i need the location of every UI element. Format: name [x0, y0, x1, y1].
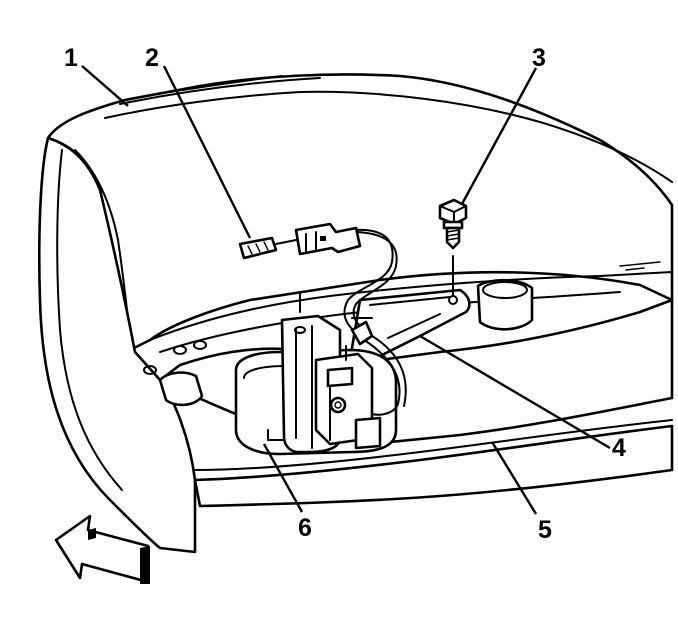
callout-1: 1	[64, 44, 78, 72]
leader-1	[81, 65, 129, 107]
bumper-body	[37, 73, 674, 554]
callout-2: 2	[145, 44, 159, 72]
leader-3	[460, 67, 538, 205]
callout-6: 6	[298, 514, 312, 542]
callout-3: 3	[532, 44, 546, 72]
leader-4	[419, 334, 611, 450]
callout-4: 4	[612, 434, 626, 462]
direction-arrow-icon	[54, 514, 150, 584]
leader-2	[162, 65, 252, 239]
sensor-assembly	[234, 291, 398, 456]
leader-5	[490, 441, 538, 515]
bolt	[438, 198, 468, 297]
callout-5: 5	[538, 516, 552, 544]
wiring-harness	[238, 222, 407, 416]
mount-holes	[143, 340, 207, 407]
leader-6	[262, 443, 304, 513]
